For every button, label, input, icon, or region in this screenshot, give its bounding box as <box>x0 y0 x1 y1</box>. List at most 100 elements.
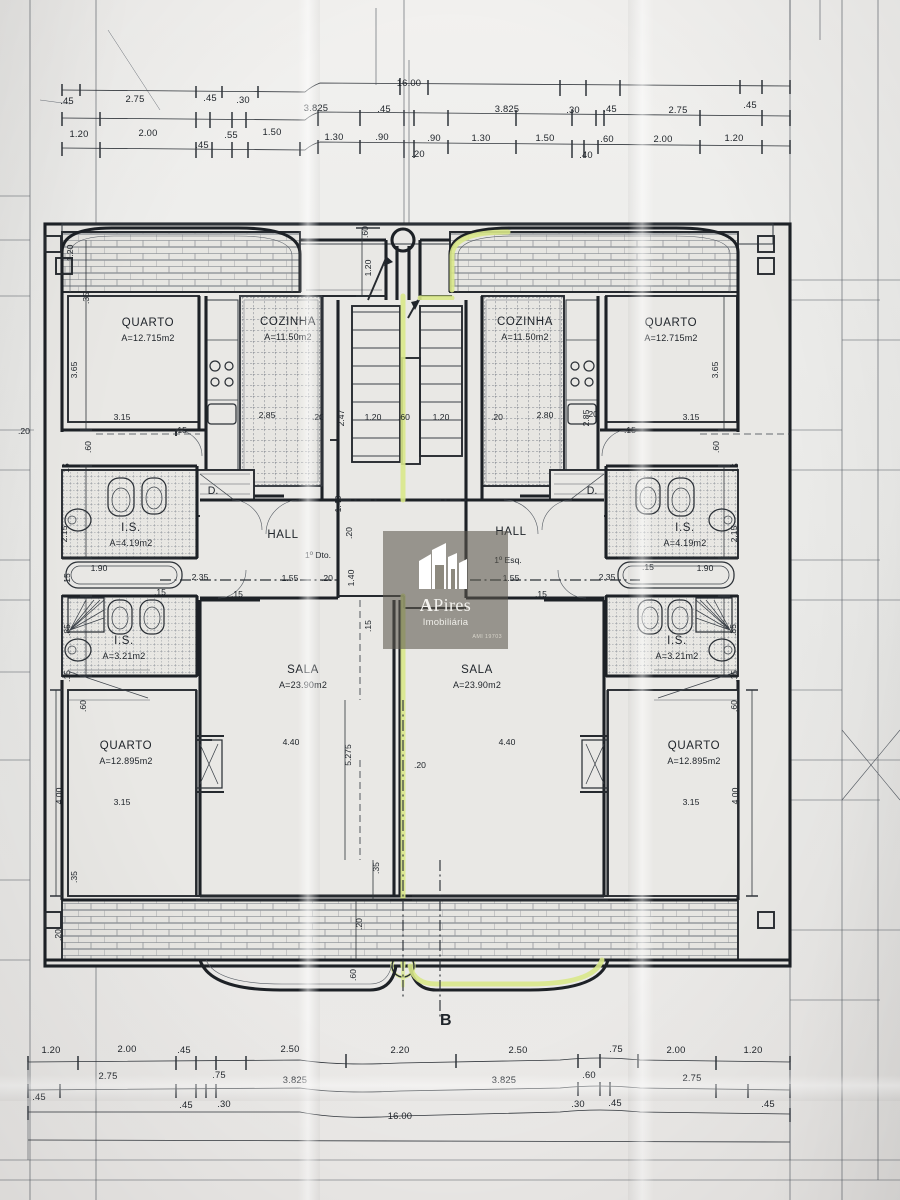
dimension-dim-bot3-0: .45 <box>32 1091 46 1102</box>
dimension-dim-right-15: 4.40 <box>499 737 516 747</box>
dimension-dim-right-8: .15 <box>729 670 739 682</box>
dimension-dim-right-20: 2.85 <box>581 409 591 426</box>
dimension-dim-bot1-7: 2.00 <box>666 1044 685 1055</box>
room-area-cozinha-right: A=11.50m2 <box>501 332 548 342</box>
dimension-dim-right-4: 15 <box>730 463 740 473</box>
dimension-dim-left-20: 4.40 <box>283 737 300 747</box>
dimension-dim-left-9: .15 <box>62 670 72 682</box>
dimension-dim-left-40: .60 <box>348 969 358 981</box>
watermark-overlay: APires Imobiliária AMI 19703 <box>383 531 508 649</box>
dimension-dim-left-19: 2.35 <box>192 572 209 582</box>
room-label-is-right-lower: I.S. <box>667 635 687 647</box>
dimension-dim-top2-9: 1.30 <box>471 132 490 143</box>
dimension-dim-left-30: .20 <box>344 527 354 539</box>
watermark-subtitle: Imobiliária <box>422 617 469 628</box>
section-marker-b: B <box>440 1012 452 1029</box>
dimension-dim-left-32: .15 <box>363 620 373 632</box>
dimension-dim-top2-14: 1.20 <box>724 132 743 143</box>
dimension-dim-bot1-3: 2.50 <box>280 1043 299 1054</box>
dimension-dim-left-23: 2.85 <box>259 410 276 420</box>
dimension-dim-left-17: .15 <box>154 587 166 597</box>
dimension-dim-right-2: 3.65 <box>710 361 720 378</box>
watermark-brand-prefix: A <box>419 595 434 615</box>
dimension-dim-top2-6: .90 <box>375 131 389 142</box>
room-area-sala-right: A=23.90m2 <box>453 680 501 690</box>
dimension-dim-top1-2: .45 <box>203 92 217 103</box>
dimension-dim-top2-11: .40 <box>579 149 593 160</box>
dimension-dim-bot1-2: .45 <box>177 1044 191 1055</box>
dimension-dim-right-12: 2.35 <box>599 572 616 582</box>
dimension-dim-left-27: .60 <box>398 412 410 422</box>
room-label-is-left-lower: I.S. <box>114 635 134 647</box>
dimension-dim-bot2-3: 3.825 <box>492 1074 516 1085</box>
dimension-dim-left-33: .60 <box>360 226 370 238</box>
room-area-quarto-bottom-left: A=12.895m2 <box>99 756 152 766</box>
room-area-quarto-top-left: A=12.715m2 <box>121 333 174 343</box>
room-label-is-left-upper: I.S. <box>121 522 141 534</box>
dimension-dim-left-8: .85 <box>62 624 72 636</box>
dimension-dim-top2-10: 1.50 <box>535 132 554 143</box>
dimension-dim-right-9: .60 <box>729 700 739 712</box>
dimension-dim-bot3-4: .45 <box>608 1097 622 1108</box>
dimension-dim-right-14: .15 <box>535 589 547 599</box>
dimension-dim-left-35: 1.20 <box>65 244 75 261</box>
dimension-dim-left-28: 1.20 <box>433 412 450 422</box>
unit-note-note-dto: 1º Dto. <box>305 550 331 560</box>
room-label-quarto-bottom-right: QUARTO <box>668 740 720 752</box>
dimension-dim-right-7: .85 <box>728 624 738 636</box>
dimension-dim-left-0: .20 <box>18 426 30 436</box>
dimension-dim-right-3: .60 <box>711 441 721 453</box>
dimension-dim-left-3: .60 <box>83 441 93 453</box>
dimension-dim-top1-1: 2.75 <box>125 93 144 104</box>
dimension-dim-top2-3: .55 <box>224 129 238 140</box>
dimension-dim-left-29: 1.40 <box>333 495 343 512</box>
room-area-sala-left: A=23.90m2 <box>279 680 327 690</box>
dimension-dim-top1-9: .45 <box>603 103 617 114</box>
dimension-dim-right-18: .20 <box>491 412 503 422</box>
room-area-quarto-bottom-right: A=12.895m2 <box>667 756 720 766</box>
dimension-dim-bot1-4: 2.20 <box>390 1044 409 1055</box>
dimension-dim-left-15: .15 <box>175 425 187 435</box>
dimension-dim-left-2: .35 <box>81 292 91 304</box>
unit-note-note-esq: 1º Esq. <box>494 555 522 565</box>
dimension-dim-left-18: .15 <box>231 589 243 599</box>
room-label-is-right-upper: I.S. <box>675 522 695 534</box>
dimension-dim-right-11: 3.15 <box>683 797 700 807</box>
bottom-dimension-lines <box>27 1054 791 1160</box>
south-wall-balconies <box>44 235 790 992</box>
dimension-dim-top2-8: .90 <box>427 132 441 143</box>
dimension-dim-top2-4: 1.50 <box>262 126 281 137</box>
dimension-dim-top2-1: 2.00 <box>138 127 157 138</box>
dimension-dim-right-6: 1.90 <box>697 563 714 573</box>
dimension-dim-bot2-2: 3.825 <box>283 1074 307 1085</box>
closet-label-closet-left: D. <box>208 485 219 497</box>
dimension-dim-right-5: 2.15 <box>729 525 739 542</box>
dimension-dim-bot3-2: .30 <box>217 1098 231 1109</box>
dimension-dim-bot1-8: 1.20 <box>743 1044 762 1055</box>
room-area-quarto-top-right: A=12.715m2 <box>644 333 697 343</box>
dimension-dim-right-1: .15 <box>624 425 636 435</box>
dimension-dim-left-14: 3.15 <box>114 412 131 422</box>
dimension-dim-left-7: 1.90 <box>91 563 108 573</box>
closet-label-group: D. D. <box>208 485 598 497</box>
dimension-dim-left-1: 3.65 <box>69 361 79 378</box>
dimension-dim-left-13: .20 <box>53 929 63 941</box>
dimension-dim-left-26: 1.20 <box>365 412 382 422</box>
dimension-dim-right-10: 4.00 <box>730 787 740 804</box>
building-icon <box>418 543 467 589</box>
room-area-is-right-lower: A=3.21m2 <box>656 651 699 661</box>
dimension-dim-bot2-0: 2.75 <box>98 1070 117 1081</box>
dimension-dim-bot1-0: 1.20 <box>41 1044 60 1055</box>
closet-label-closet-right: D. <box>587 485 598 497</box>
dimension-dim-left-21: 1.55 <box>282 573 299 583</box>
dimension-dim-left-25: 2.47 <box>336 409 346 426</box>
dimension-text-right-column: 3.15.153.65.60152.151.90.85.15.604.003.1… <box>491 361 740 807</box>
watermark-license: AMI 19703 <box>472 634 502 640</box>
dimension-dim-bot3-3: .30 <box>571 1098 585 1109</box>
dimension-dim-bot1-5: 2.50 <box>508 1044 527 1055</box>
room-label-sala-right: SALA <box>461 664 493 676</box>
dimension-dim-top1-3: .30 <box>236 94 250 105</box>
